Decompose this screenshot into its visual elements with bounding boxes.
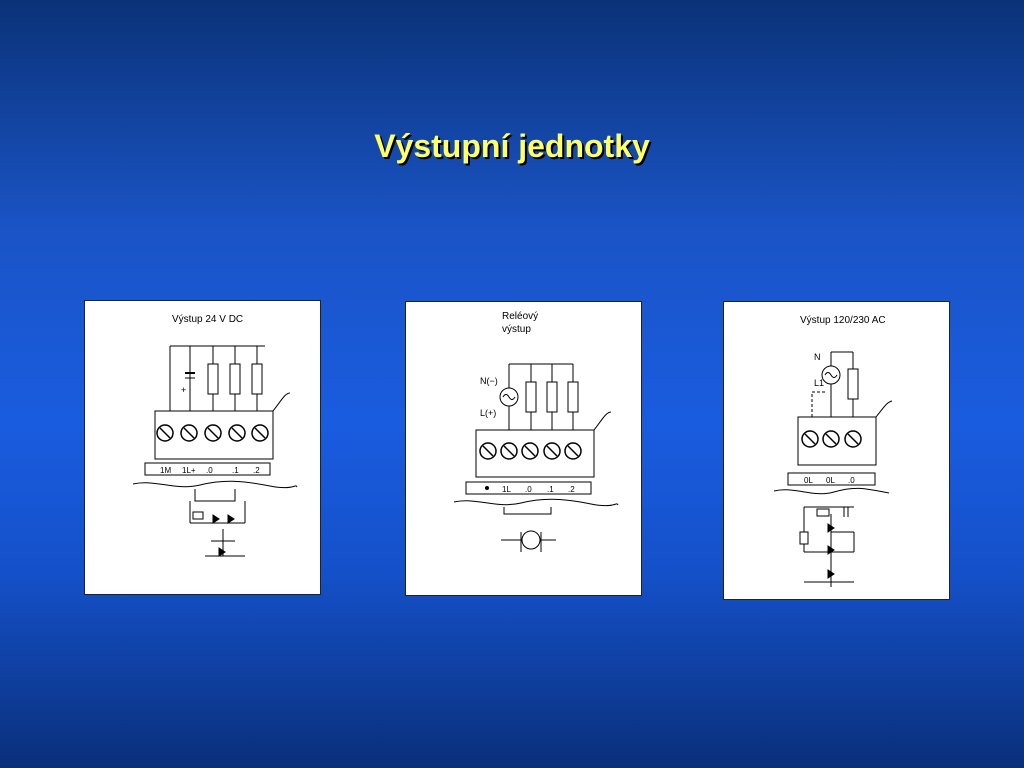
plus-label: + (181, 385, 186, 395)
terminal-label: .2 (568, 485, 575, 494)
ac-output-title: Výstup 120/230 AC (800, 315, 886, 326)
terminal-label: 1L+ (182, 466, 196, 475)
slide-title: Výstupní jednotky (374, 128, 650, 164)
load-resistor (847, 368, 859, 400)
l1-label: L1 (814, 378, 824, 388)
n-label: N (814, 352, 821, 362)
terminal-screws (801, 430, 862, 448)
terminal-label: 0L (826, 476, 835, 485)
terminal-screws (156, 424, 269, 442)
terminal-label: .1 (232, 466, 239, 475)
load-resistors (207, 346, 263, 411)
terminal-label: .0 (525, 485, 532, 494)
relay-output-title-line1: Reléový (502, 311, 538, 322)
dc-output-diagram: Výstup 24 V DC + 1M 1L+ (84, 300, 321, 595)
l-label: L(+) (480, 408, 496, 418)
ac-output-circuit (799, 506, 855, 587)
terminal-label: 1L (502, 485, 511, 494)
terminal-label: .2 (253, 466, 260, 475)
terminal-label: 1M (160, 466, 171, 475)
terminal-label: .0 (848, 476, 855, 485)
terminal-screws (479, 442, 582, 460)
output-circuit (189, 489, 246, 557)
terminal-label: .1 (547, 485, 554, 494)
relay-output-title-line2: výstup (502, 324, 531, 335)
terminal-label: 0L (804, 476, 813, 485)
dc-output-title: Výstup 24 V DC (172, 314, 243, 325)
n-label: N(−) (480, 376, 498, 386)
load-resistors (525, 364, 579, 430)
terminal-label: .0 (206, 466, 213, 475)
relay-circuit (501, 507, 556, 552)
relay-output-diagram: Reléový výstup N(−) L(+) (405, 301, 642, 596)
ac-output-diagram: Výstup 120/230 AC N L1 0L 0L .0 (723, 301, 950, 600)
